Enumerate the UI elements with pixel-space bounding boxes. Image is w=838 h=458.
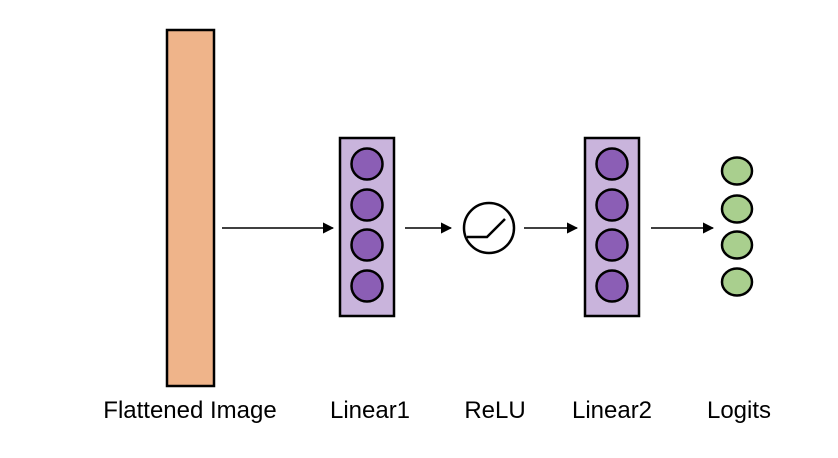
linear2-neuron — [595, 269, 629, 303]
linear2-neuron — [595, 228, 629, 262]
linear1-neuron — [350, 269, 384, 303]
logit-node — [720, 156, 754, 186]
linear2-neuron — [595, 188, 629, 222]
relu-label: ReLU — [464, 397, 525, 424]
flattened-image-block — [165, 28, 216, 388]
flattened-image-label: Flattened Image — [103, 397, 276, 424]
relu-icon — [462, 201, 516, 255]
linear2-neuron — [595, 147, 629, 181]
logits-output — [720, 156, 754, 297]
linear2-label: Linear2 — [572, 397, 652, 424]
linear1-label: Linear1 — [330, 397, 410, 424]
logit-node — [720, 267, 754, 297]
linear1-neuron — [350, 188, 384, 222]
logit-node — [720, 194, 754, 224]
linear1-neuron — [350, 147, 384, 181]
linear1-neuron — [350, 228, 384, 262]
linear2-layer — [583, 136, 641, 318]
linear1-layer — [338, 136, 396, 318]
logit-node — [720, 230, 754, 260]
logits-label: Logits — [707, 397, 771, 424]
